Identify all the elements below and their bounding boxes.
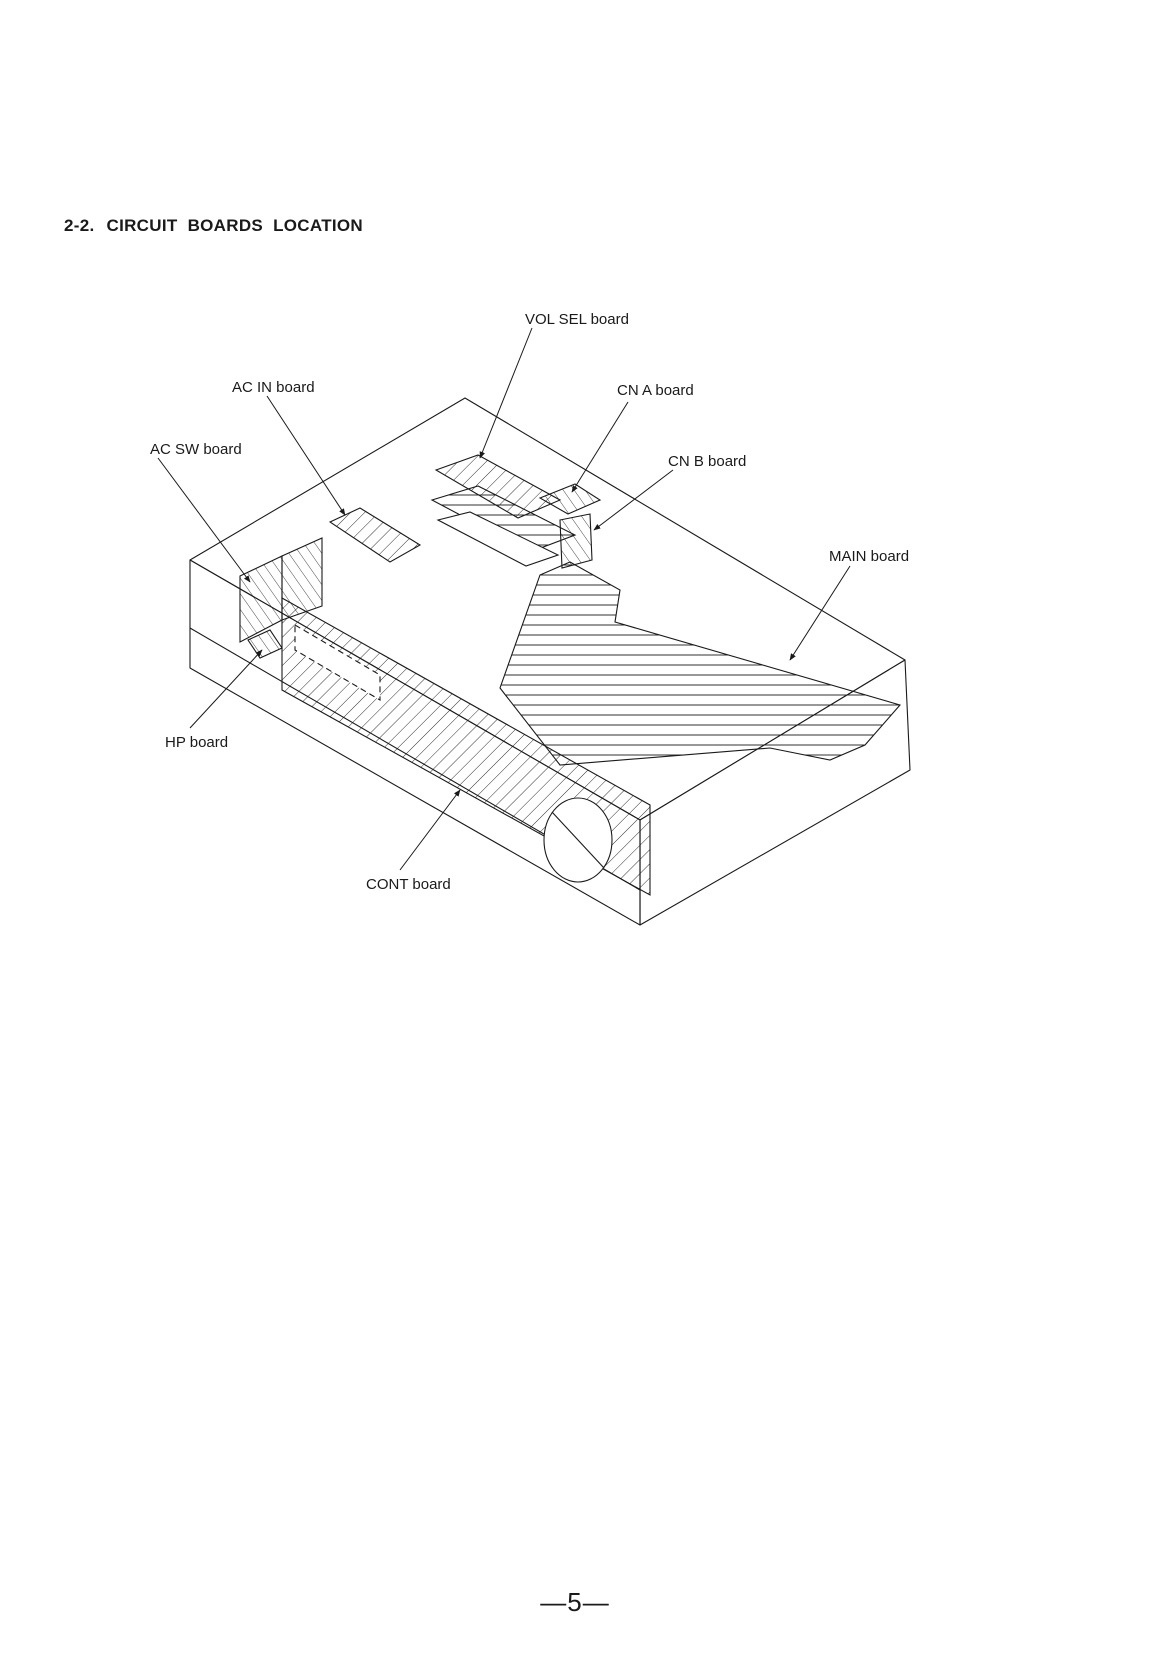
callout-vol-sel-board: VOL SEL board [525, 312, 629, 327]
cn-b-board [560, 514, 592, 568]
callout-ac-sw-board: AC SW board [150, 442, 242, 457]
callout-main-board: MAIN board [829, 549, 909, 564]
callout-cn-a-board: CN A board [617, 383, 694, 398]
callout-cont-board: CONT board [366, 877, 451, 892]
callout-cn-b-board: CN B board [668, 454, 746, 469]
callout-ac-in-board: AC IN board [232, 380, 315, 395]
callout-hp-board: HP board [165, 735, 228, 750]
page-number: —5— [0, 1587, 1150, 1618]
